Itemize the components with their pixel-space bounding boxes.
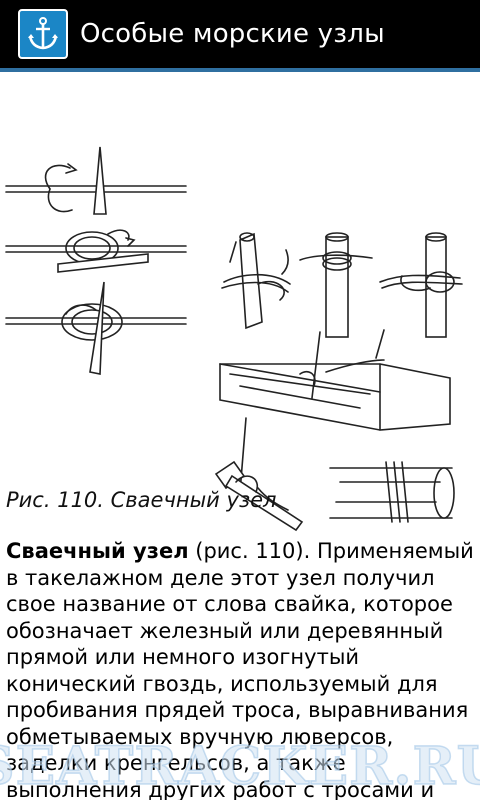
figure-caption: Рис. 110. Сваечный узел: [6, 488, 277, 512]
article-content[interactable]: Рис. 110. Сваечный узел Сваечный узел (р…: [0, 72, 480, 800]
pole-drawing: [329, 461, 455, 523]
lead-term: Сваечный узел: [6, 539, 189, 563]
post-hitch-drawing-3: [379, 232, 463, 338]
article-body: (рис. 110). Применяемый в такелажном дел…: [6, 539, 474, 800]
plank-drawing: [219, 329, 451, 431]
spike-hitch-step-1: [5, 146, 187, 215]
marlinspike-drawing: [214, 417, 304, 532]
post-hitch-drawing-2: [299, 232, 373, 338]
article-paragraph: Сваечный узел (рис. 110). Применяемый в …: [6, 538, 476, 800]
action-bar: Особые морские узлы: [0, 0, 480, 72]
knot-illustration: [5, 146, 463, 532]
spike-hitch-step-3: [5, 281, 187, 375]
post-hitch-drawing-1: [221, 232, 291, 330]
spike-hitch-step-2: [5, 229, 187, 273]
page-title: Особые морские узлы: [80, 19, 385, 49]
anchor-icon[interactable]: [18, 9, 68, 59]
